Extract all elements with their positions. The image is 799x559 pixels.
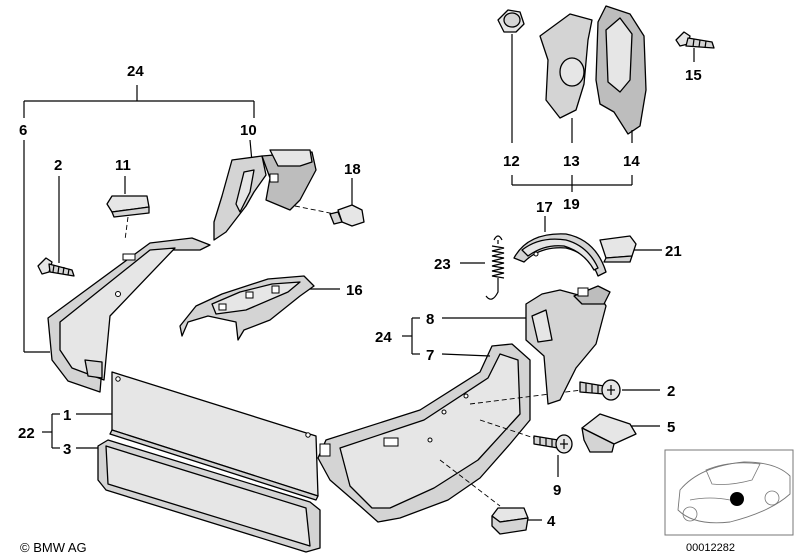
callout-3: 3 — [63, 441, 71, 458]
part-15-screw — [675, 31, 715, 62]
part-13-cover — [539, 13, 593, 143]
callout-17: 17 — [536, 199, 553, 216]
callout-16: 16 — [346, 282, 363, 299]
callout-2-right: 2 — [667, 383, 675, 400]
callout-1: 1 — [63, 407, 71, 424]
group-bracket-19 — [511, 175, 633, 192]
part-17-curved-cover — [513, 216, 607, 277]
part-14-cover — [595, 5, 647, 143]
callout-19: 19 — [563, 196, 580, 213]
part-2-screw-left — [37, 176, 75, 277]
callout-23: 24 — [375, 329, 392, 346]
callout-9: 9 — [553, 482, 561, 499]
callout-8: 8 — [426, 311, 434, 328]
part-11-clip — [106, 176, 150, 241]
callout-22: 23 — [434, 256, 451, 273]
part-9-screw — [533, 434, 573, 477]
part-6-right-side-panel — [317, 343, 583, 523]
callout-11: 11 — [115, 157, 131, 174]
group-bracket-24 — [23, 85, 255, 353]
location-marker — [730, 492, 744, 506]
part-3-lower-panel — [76, 439, 321, 553]
part-7-left-side-trim — [47, 237, 211, 393]
diagram-code: 00012282 — [686, 542, 735, 554]
part-2-screw-right — [579, 379, 660, 401]
part-21-clip — [599, 235, 662, 263]
car-location-inset — [664, 449, 794, 536]
callout-12: 12 — [503, 153, 520, 170]
callout-4: 4 — [547, 513, 556, 530]
part-5-clip — [581, 413, 660, 453]
part-1-panel — [76, 371, 319, 501]
callout-5: 5 — [667, 419, 675, 436]
group-bracket-20 — [42, 413, 60, 449]
callout-18: 18 — [344, 161, 361, 178]
callout-15: 15 — [685, 67, 702, 84]
part-8-right-upper-trim — [525, 285, 611, 405]
part-22-spring — [460, 235, 505, 300]
part-16-bracket — [179, 275, 340, 341]
callout-21: 21 — [665, 243, 682, 260]
callout-20: 22 — [18, 425, 35, 442]
callout-2-left: 2 — [54, 157, 62, 174]
part-10-bracket-cover — [213, 139, 336, 241]
copyright-text: © BMW AG — [20, 540, 87, 555]
part-4-clip — [491, 507, 542, 535]
group-bracket-23 — [402, 317, 526, 357]
callout-6: 7 — [426, 347, 434, 364]
part-18-knob — [329, 178, 365, 227]
callout-labels: 24 6 10 2 11 18 16 1 22 3 12 13 14 19 15… — [18, 63, 702, 530]
callout-10: 10 — [240, 122, 257, 139]
callout-13: 13 — [563, 153, 580, 170]
callout-24: 24 — [127, 63, 144, 80]
callout-7: 6 — [19, 122, 27, 139]
callout-14: 14 — [623, 153, 640, 170]
part-12-knob-top — [497, 9, 525, 143]
